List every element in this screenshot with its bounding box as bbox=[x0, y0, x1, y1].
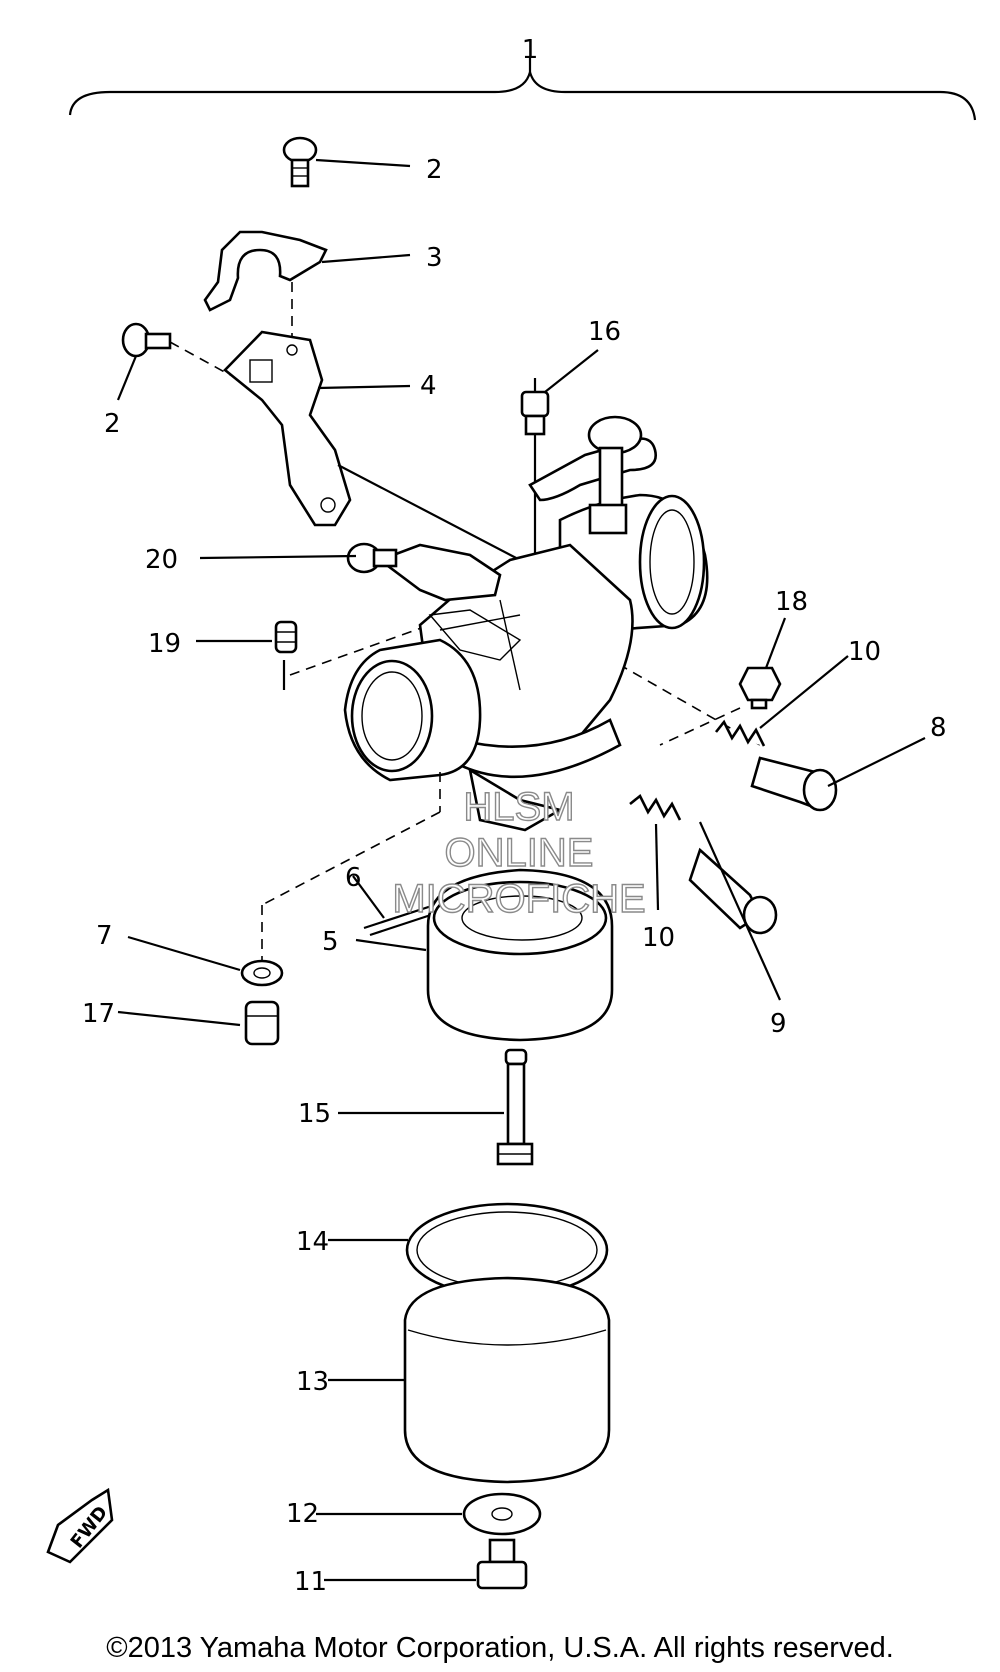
watermark: HLSM ONLINE MICROFICHE bbox=[392, 784, 647, 921]
callout-14: 14 bbox=[296, 1227, 329, 1257]
part-clip-19 bbox=[196, 620, 298, 690]
part-choke-20 bbox=[199, 542, 398, 574]
watermark-line-2: ONLINE bbox=[445, 831, 594, 875]
part-screw-left bbox=[116, 322, 231, 401]
callouts: 1 2 3 2 4 16 20 19 18 10 8 6 5 10 7 17 9… bbox=[82, 35, 947, 1597]
carburetor-body bbox=[343, 415, 709, 832]
callout-2-left: 2 bbox=[104, 409, 121, 439]
callout-19: 19 bbox=[148, 629, 181, 659]
part-nozzle-15 bbox=[338, 1048, 534, 1166]
part-bowl-13 bbox=[328, 1276, 611, 1484]
callout-9: 9 bbox=[770, 1009, 787, 1039]
callout-13: 13 bbox=[296, 1367, 329, 1397]
part-screw-9 bbox=[688, 821, 782, 1001]
callout-16: 16 bbox=[588, 317, 621, 347]
part-nut-18 bbox=[659, 617, 787, 746]
part-washer-12 bbox=[316, 1492, 542, 1536]
callout-7: 7 bbox=[96, 921, 113, 951]
part-screw-8 bbox=[750, 737, 926, 812]
callout-6: 6 bbox=[345, 863, 362, 893]
callout-10-lower: 10 bbox=[642, 923, 675, 953]
callout-3: 3 bbox=[426, 243, 443, 273]
callout-10-upper: 10 bbox=[848, 637, 881, 667]
watermark-line-3: MICROFICHE bbox=[392, 877, 645, 921]
assembly-bracket bbox=[68, 58, 977, 121]
part-clamp bbox=[203, 230, 411, 340]
callout-5: 5 bbox=[322, 927, 339, 957]
callout-11: 11 bbox=[294, 1567, 327, 1597]
callout-2-top: 2 bbox=[426, 155, 443, 185]
part-washer-7 bbox=[127, 935, 284, 987]
part-plug-16 bbox=[520, 349, 599, 436]
part-bolt-11 bbox=[324, 1538, 528, 1590]
fwd-marker: FWD bbox=[46, 1487, 114, 1564]
callout-15: 15 bbox=[298, 1099, 331, 1129]
callout-20: 20 bbox=[145, 545, 178, 575]
drain-path bbox=[261, 772, 441, 960]
watermark-line-1: HLSM bbox=[463, 785, 574, 829]
part-spring-10-lower bbox=[629, 793, 682, 911]
callout-4: 4 bbox=[420, 371, 437, 401]
part-spring-10-upper bbox=[714, 655, 849, 747]
callout-1: 1 bbox=[522, 35, 539, 65]
callout-8: 8 bbox=[930, 713, 947, 743]
copyright-notice: ©2013 Yamaha Motor Corporation, U.S.A. A… bbox=[106, 1632, 894, 1664]
part-screw-top bbox=[282, 136, 411, 188]
part-bolt-17 bbox=[117, 1000, 280, 1046]
part-float-5 bbox=[355, 868, 614, 1042]
callout-18: 18 bbox=[775, 587, 808, 617]
callout-12: 12 bbox=[286, 1499, 319, 1529]
part-bracket-plate bbox=[223, 330, 411, 527]
callout-17: 17 bbox=[82, 999, 115, 1029]
